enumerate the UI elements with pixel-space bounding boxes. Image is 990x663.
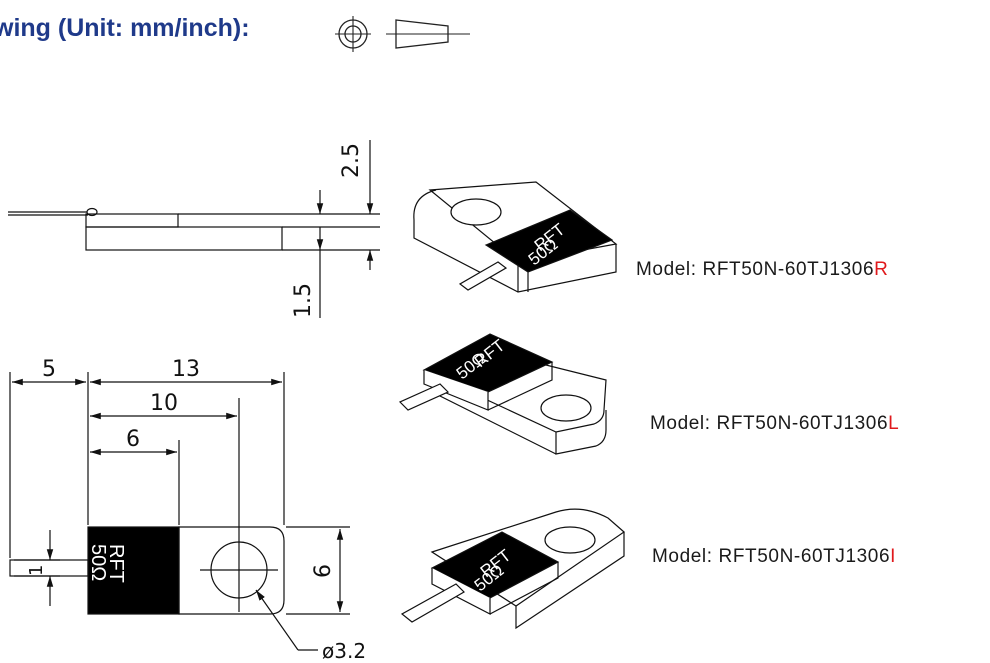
dim-10: 10	[150, 391, 178, 416]
dim-6: 6	[126, 427, 140, 452]
projection-cone-icon	[386, 19, 470, 49]
chip-label-ohm: 50Ω	[87, 544, 109, 581]
model-prefix: Model: RFT50N-60TJ1306	[650, 413, 889, 434]
model-suffix-l: L	[888, 413, 900, 434]
isometric-model-r	[413, 181, 618, 293]
dim-side-top: 2.5	[339, 143, 364, 178]
drawing-heading: wing (Unit: mm/inch):	[0, 14, 250, 42]
dim-1: 1	[26, 565, 47, 576]
model-suffix-r: R	[874, 259, 889, 280]
projection-circle-icon	[335, 16, 371, 52]
isometric-model-l	[398, 333, 607, 455]
chip-label-rft: RFT	[105, 544, 127, 583]
side-view	[8, 140, 380, 318]
dim-side-bottom: 1.5	[291, 283, 316, 318]
model-label-i: Model: RFT50N-60TJ1306I	[652, 546, 896, 568]
dim-13: 13	[172, 357, 200, 382]
model-label-l: Model: RFT50N-60TJ1306L	[650, 413, 899, 435]
dim-hole-diameter: ø3.2	[322, 639, 366, 663]
model-suffix-i: I	[890, 546, 897, 567]
model-prefix: Model: RFT50N-60TJ1306	[636, 259, 875, 280]
model-prefix: Model: RFT50N-60TJ1306	[652, 546, 891, 567]
dim-6-right: 6	[311, 564, 336, 578]
model-label-r: Model: RFT50N-60TJ1306R	[636, 259, 888, 281]
top-view-outline	[9, 372, 350, 651]
dim-5: 5	[42, 357, 56, 382]
isometric-model-i	[400, 508, 625, 630]
